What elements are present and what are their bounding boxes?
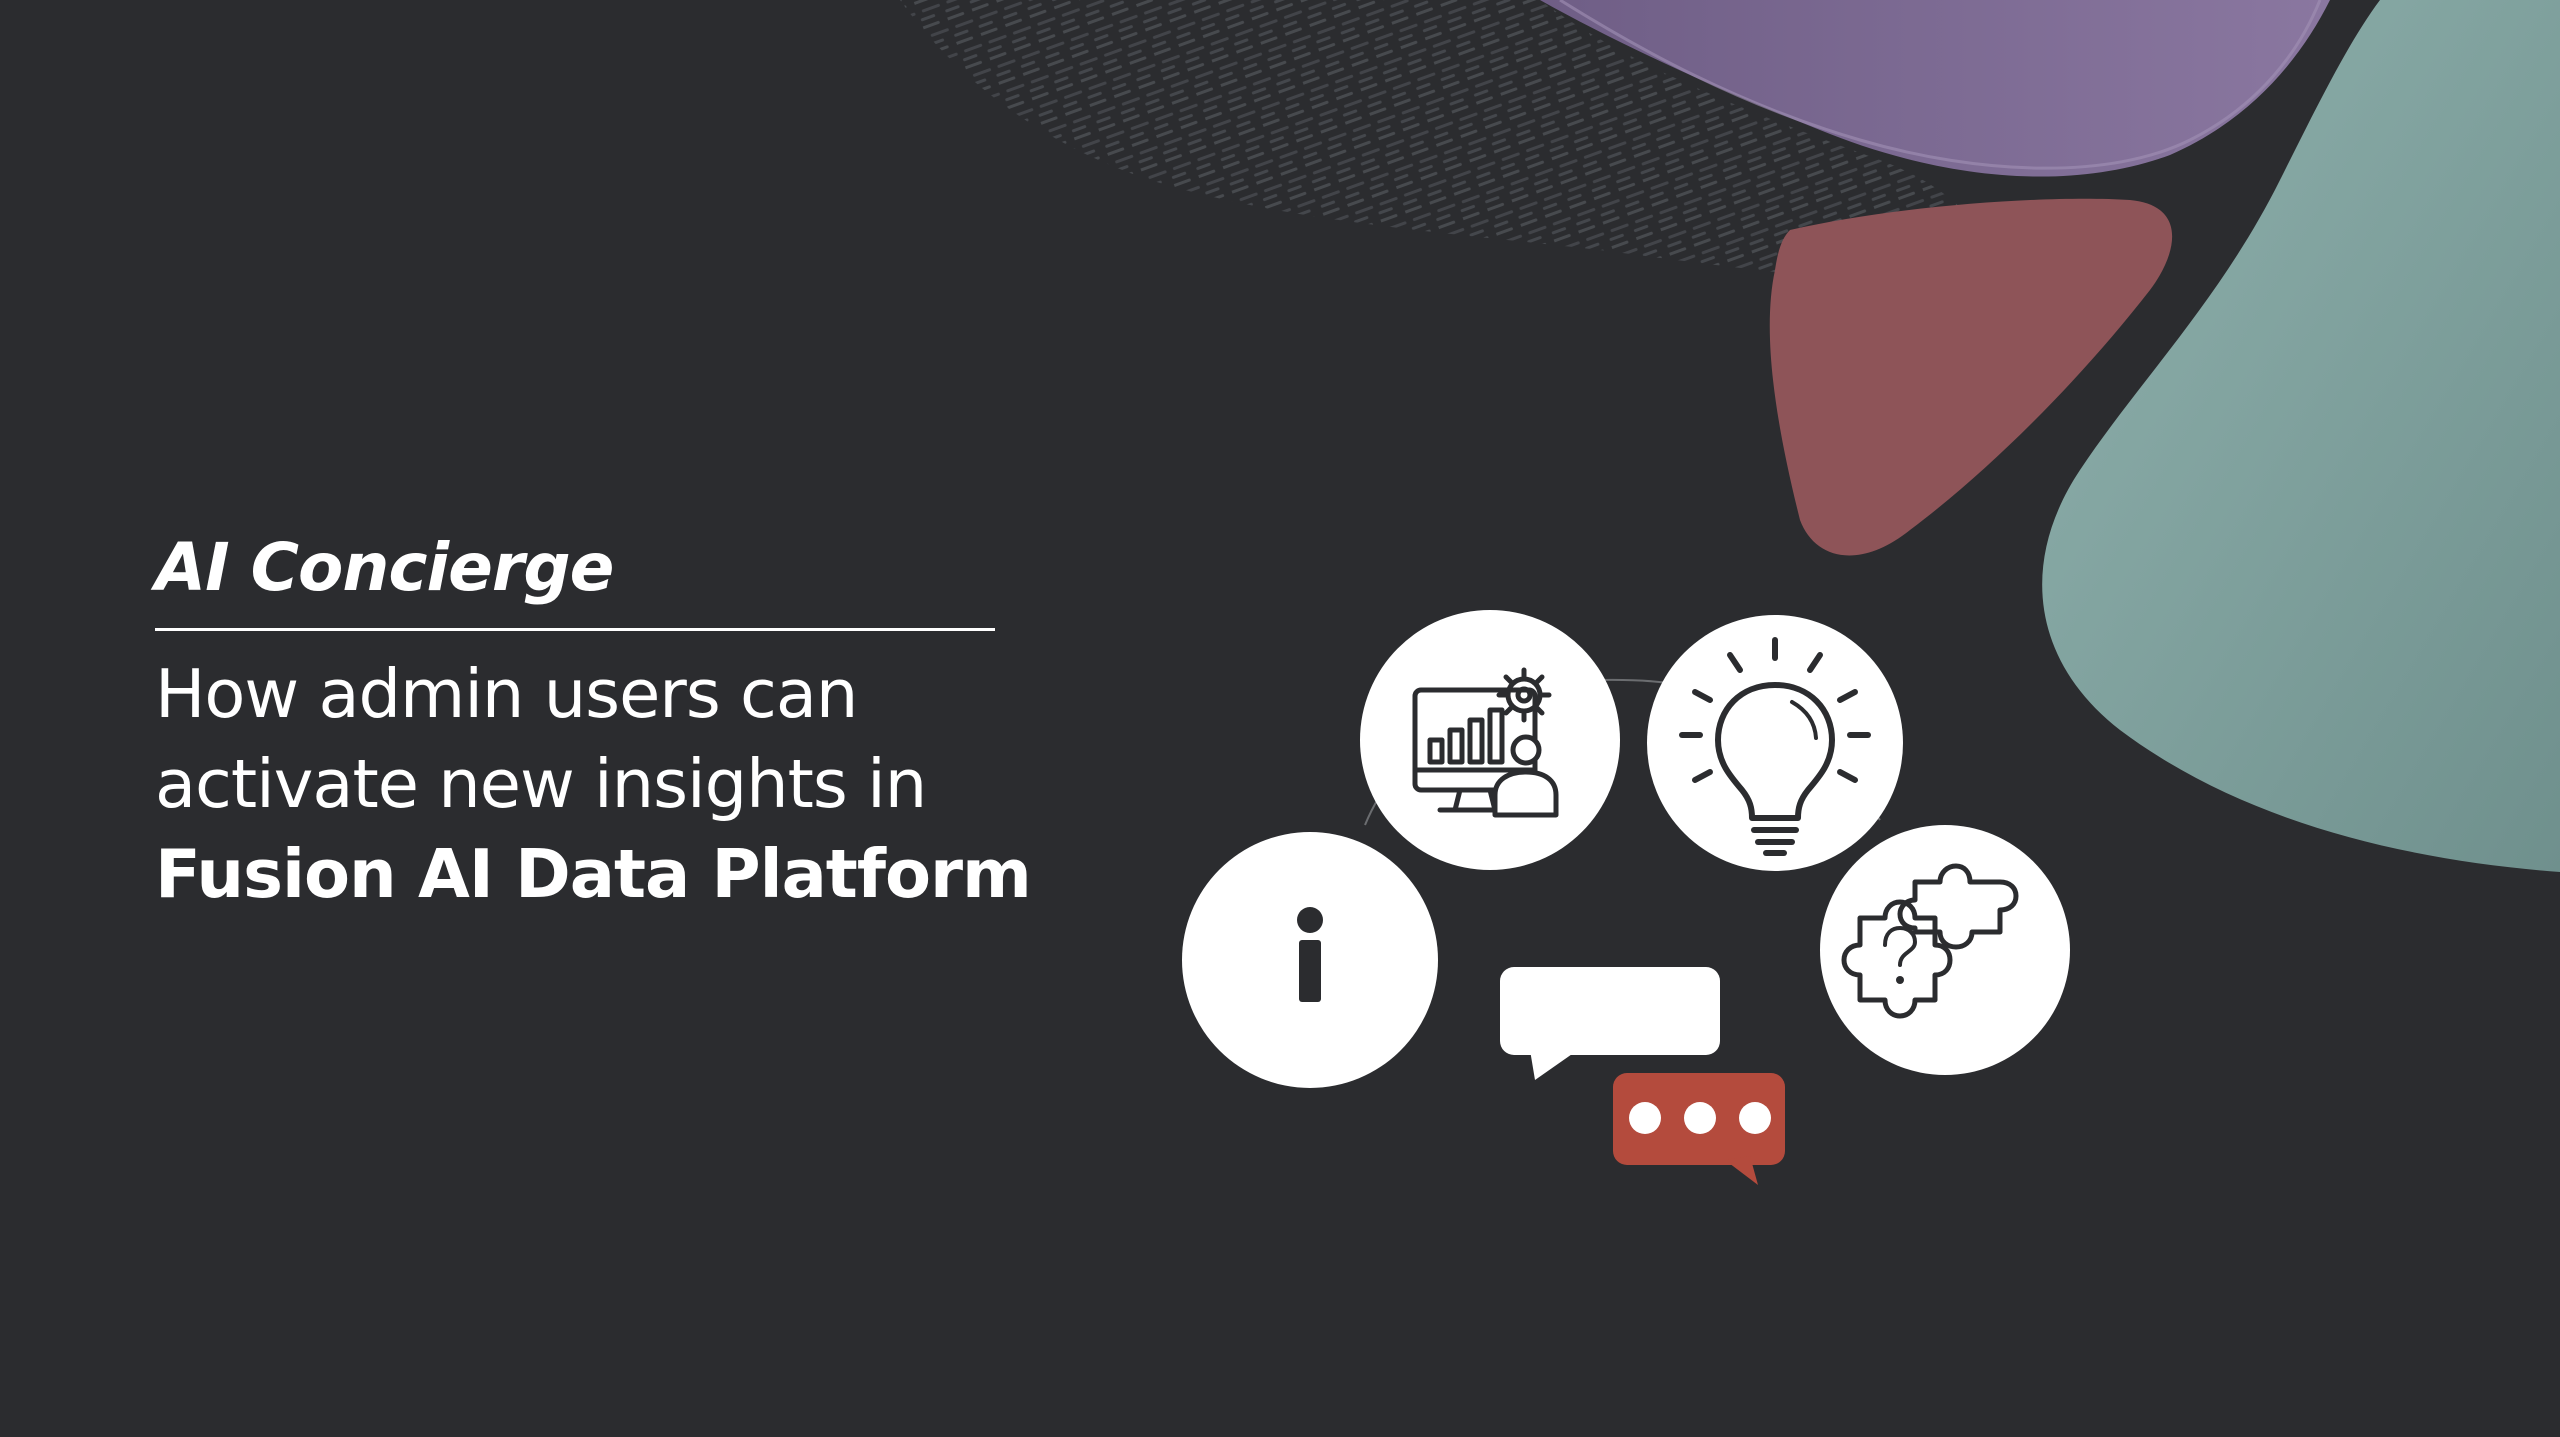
headline-line-1: How admin users can	[155, 654, 858, 733]
info-icon	[1182, 832, 1438, 1088]
headline-line-3: Fusion AI Data Platform	[155, 834, 1032, 913]
puzzle-question-icon	[1820, 825, 2070, 1075]
headline: How admin users can activate new insight…	[155, 649, 1032, 919]
teal-shape	[2042, 0, 2560, 872]
title-block: AI Concierge How admin users can activat…	[155, 530, 1032, 919]
icon-cluster	[1182, 610, 2070, 1185]
speech-bubble-icon	[1500, 967, 1720, 1080]
kicker-title: AI Concierge	[155, 530, 995, 631]
purple-shape	[1540, 0, 2330, 177]
hatched-texture-shape	[900, 0, 1992, 283]
lightbulb-icon	[1647, 615, 1903, 871]
headline-line-2: activate new insights in	[155, 744, 927, 823]
rose-shape	[1769, 198, 2173, 556]
analytics-dashboard-icon	[1360, 610, 1620, 870]
typing-chat-icon	[1613, 1073, 1785, 1185]
purple-shape-edge	[1559, 0, 2322, 170]
